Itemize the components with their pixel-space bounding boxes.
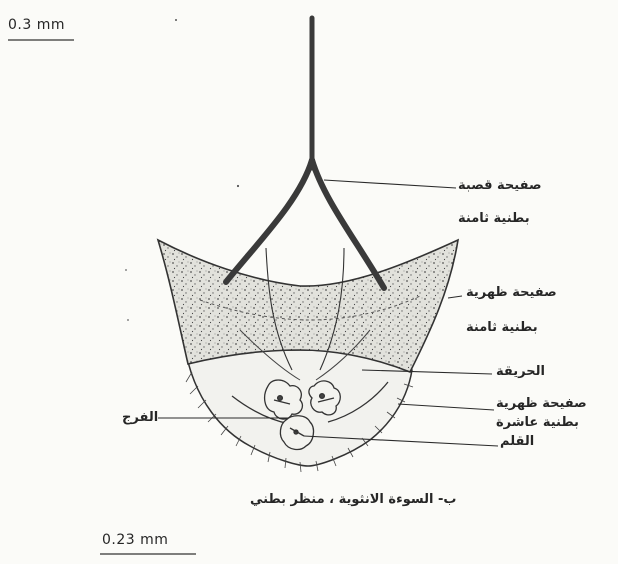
label-stylus: القلم <box>500 434 534 449</box>
label-ring: الحريقة <box>496 364 545 379</box>
figure-caption: ب- السوءة الانثوية ، منظر بطني <box>250 492 456 507</box>
label-vulva: الفرج <box>122 410 158 425</box>
label-tergal-plate-2: بطنية ثامنة <box>466 320 538 335</box>
scale-bar-bottom-label: 0.23 mm <box>102 532 168 548</box>
leader-tergal-plate <box>448 296 462 298</box>
label-cornu-plate-1: صفيحة قصبة <box>458 178 542 193</box>
cornu-arm-right <box>312 160 384 288</box>
label-tergal-tenth-1: صفيحة ظهرية <box>496 396 587 411</box>
label-tergal-tenth-2: بطنية عاشرة <box>496 415 579 430</box>
label-cornu-plate-2: بطنية ثامنة <box>458 211 530 226</box>
label-tergal-plate-1: صفيحة ظهرية <box>466 285 557 300</box>
leader-cornu-plate <box>324 180 456 188</box>
leader-tergal-tenth <box>398 404 494 410</box>
cornu-arm-left <box>226 160 312 282</box>
scale-bar-top-label: 0.3 mm <box>8 17 65 33</box>
